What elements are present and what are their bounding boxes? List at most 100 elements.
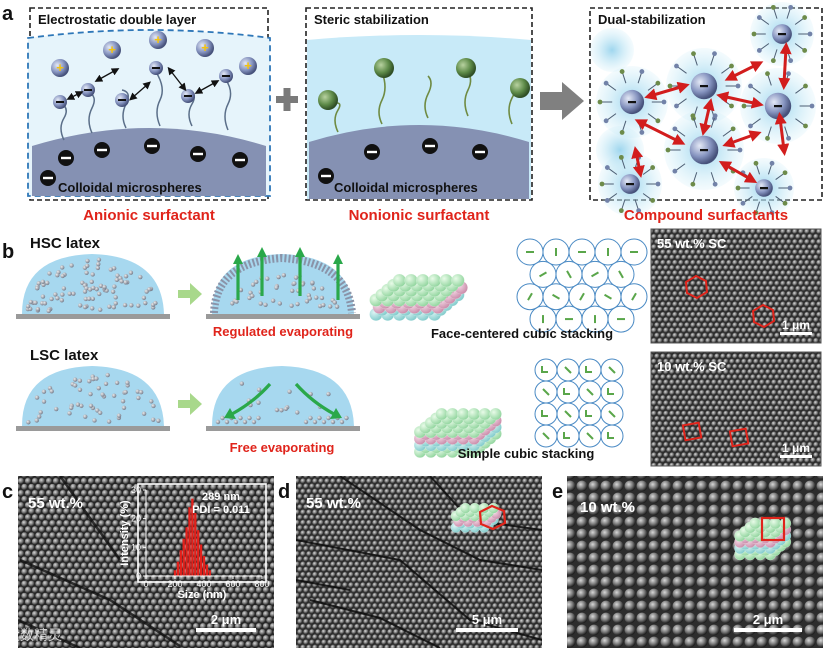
sc-stack-model	[413, 407, 502, 459]
hexagon-marker	[751, 303, 776, 329]
microsphere-surface	[32, 128, 266, 196]
anionic-heads	[53, 61, 233, 109]
panel-b: b HSC latex LSC latex	[2, 228, 822, 467]
inset-frame	[137, 483, 267, 583]
dual-arrows	[631, 42, 792, 183]
sem-e-label: 10 wt.%	[580, 499, 635, 516]
double-layer-boundary	[27, 29, 271, 197]
sem-55-sc: 55 wt.% SC 1 μm	[650, 228, 822, 344]
box1-title: Electrostatic double layer	[38, 12, 196, 27]
histogram-bars	[173, 498, 211, 576]
box2-surface-charges	[318, 138, 488, 184]
sem-10-scale: 1 μm	[782, 441, 810, 455]
histogram-bar	[197, 530, 200, 576]
sc-stack-inset	[734, 516, 792, 561]
histogram-bar	[179, 550, 182, 576]
sem-10-sc: 10 wt.% SC 1 μm	[650, 351, 822, 467]
panel-letter-d: d	[278, 481, 290, 503]
panel-letter-c: c	[2, 481, 13, 503]
x-tick-label: 800	[254, 579, 269, 589]
histogram-bar	[182, 538, 185, 576]
hsc-droplet-initial	[16, 254, 170, 319]
panel-a: a + + + + +	[2, 2, 823, 224]
sem-d-scale: 5 μm	[472, 612, 502, 627]
y-tick-label: 30	[131, 485, 141, 495]
box1-subtitle: Colloidal microspheres	[58, 180, 202, 195]
sem-e-scalebar	[734, 628, 802, 632]
fcc-stack-inset	[450, 502, 507, 533]
sem-c-scalebar	[196, 628, 256, 632]
sem-55-label: 55 wt.% SC	[657, 236, 727, 251]
histogram-bar	[188, 507, 191, 576]
histogram-bar	[176, 561, 180, 576]
inset-size-value: 289 nm	[202, 491, 240, 503]
nonionic-heads	[318, 58, 530, 110]
box3-title: Dual-stabilization	[598, 12, 706, 27]
inset-xlabel: Size (nm)	[178, 589, 227, 601]
x-tick-label: 0	[143, 579, 148, 589]
panel-letter-e: e	[552, 481, 563, 503]
label-fcc: Face-centered cubic stacking	[431, 326, 613, 341]
cations: + + + + +	[51, 31, 257, 77]
y-tick-label: 10	[131, 542, 141, 552]
repulsion-arrows	[66, 66, 220, 101]
sem-d-scalebar	[456, 628, 518, 632]
label-regulated: Regulated evaporating	[213, 324, 353, 339]
lsc-droplet-drying	[206, 366, 360, 431]
sem-c-defects	[18, 476, 181, 648]
panel-a-box-dual: Dual-stabilization	[589, 2, 823, 218]
histogram-bar	[185, 527, 188, 576]
caption-anionic: Anionic surfactant	[83, 207, 215, 224]
sem-55-scale: 1 μm	[782, 318, 810, 332]
y-tick-label: 20	[131, 514, 141, 524]
histogram-bar	[205, 564, 209, 576]
histogram-bar	[199, 544, 203, 576]
sem-e-scale: 2 μm	[753, 612, 783, 627]
histogram-bar	[194, 512, 197, 576]
square-marker	[728, 427, 750, 448]
label-free: Free evaporating	[230, 440, 335, 455]
panel-letter-a: a	[2, 3, 14, 25]
x-tick-label: 600	[225, 579, 240, 589]
inset-ylabel: Intensity (%)	[119, 500, 131, 566]
arrow-regulated-icon	[178, 283, 202, 305]
sem-c-label: 55 wt.%	[28, 495, 83, 512]
sem-e-image	[567, 476, 823, 648]
surface-charges	[40, 138, 248, 186]
sem-d-label: 55 wt.%	[306, 495, 361, 512]
watermark-text: 大数精灵	[6, 627, 62, 643]
histogram-axes: 0 200 400 600 800 0 10 20 30	[131, 485, 270, 589]
square-marker	[681, 421, 703, 442]
sem-d-image	[296, 476, 542, 648]
y-tick-label: 0	[136, 571, 141, 581]
svg-text:+: +	[154, 32, 162, 47]
arrow-free-icon	[178, 393, 202, 415]
caption-nonionic: Nonionic surfactant	[349, 207, 490, 224]
hexagon-marker	[684, 274, 709, 300]
panel-e: e 10 wt.% 2 μm	[552, 476, 823, 648]
caption-compound: Compound surfactants	[624, 207, 788, 224]
lsc-title: LSC latex	[30, 347, 99, 364]
box2-title: Steric stabilization	[314, 12, 429, 27]
sem-10-label: 10 wt.% SC	[657, 359, 727, 374]
lsc-droplet-initial	[16, 366, 170, 431]
svg-text:+: +	[201, 40, 209, 55]
box2-subtitle: Colloidal microspheres	[334, 180, 478, 195]
x-tick-label: 400	[196, 579, 211, 589]
label-sc: Simple cubic stacking	[458, 446, 595, 461]
sem-c-scale: 2 μm	[211, 612, 241, 627]
svg-text:+: +	[108, 42, 116, 57]
right-arrow-icon	[540, 82, 584, 120]
x-tick-label: 200	[167, 579, 182, 589]
plus-icon	[276, 88, 298, 111]
histogram-bar	[208, 570, 211, 576]
svg-text:+: +	[56, 60, 64, 75]
box2-microsphere-surface	[309, 125, 529, 199]
histogram-bar	[173, 570, 177, 576]
hsc-title: HSC latex	[30, 235, 101, 252]
histogram-bar	[202, 555, 206, 576]
fcc-stack-model	[369, 273, 468, 322]
